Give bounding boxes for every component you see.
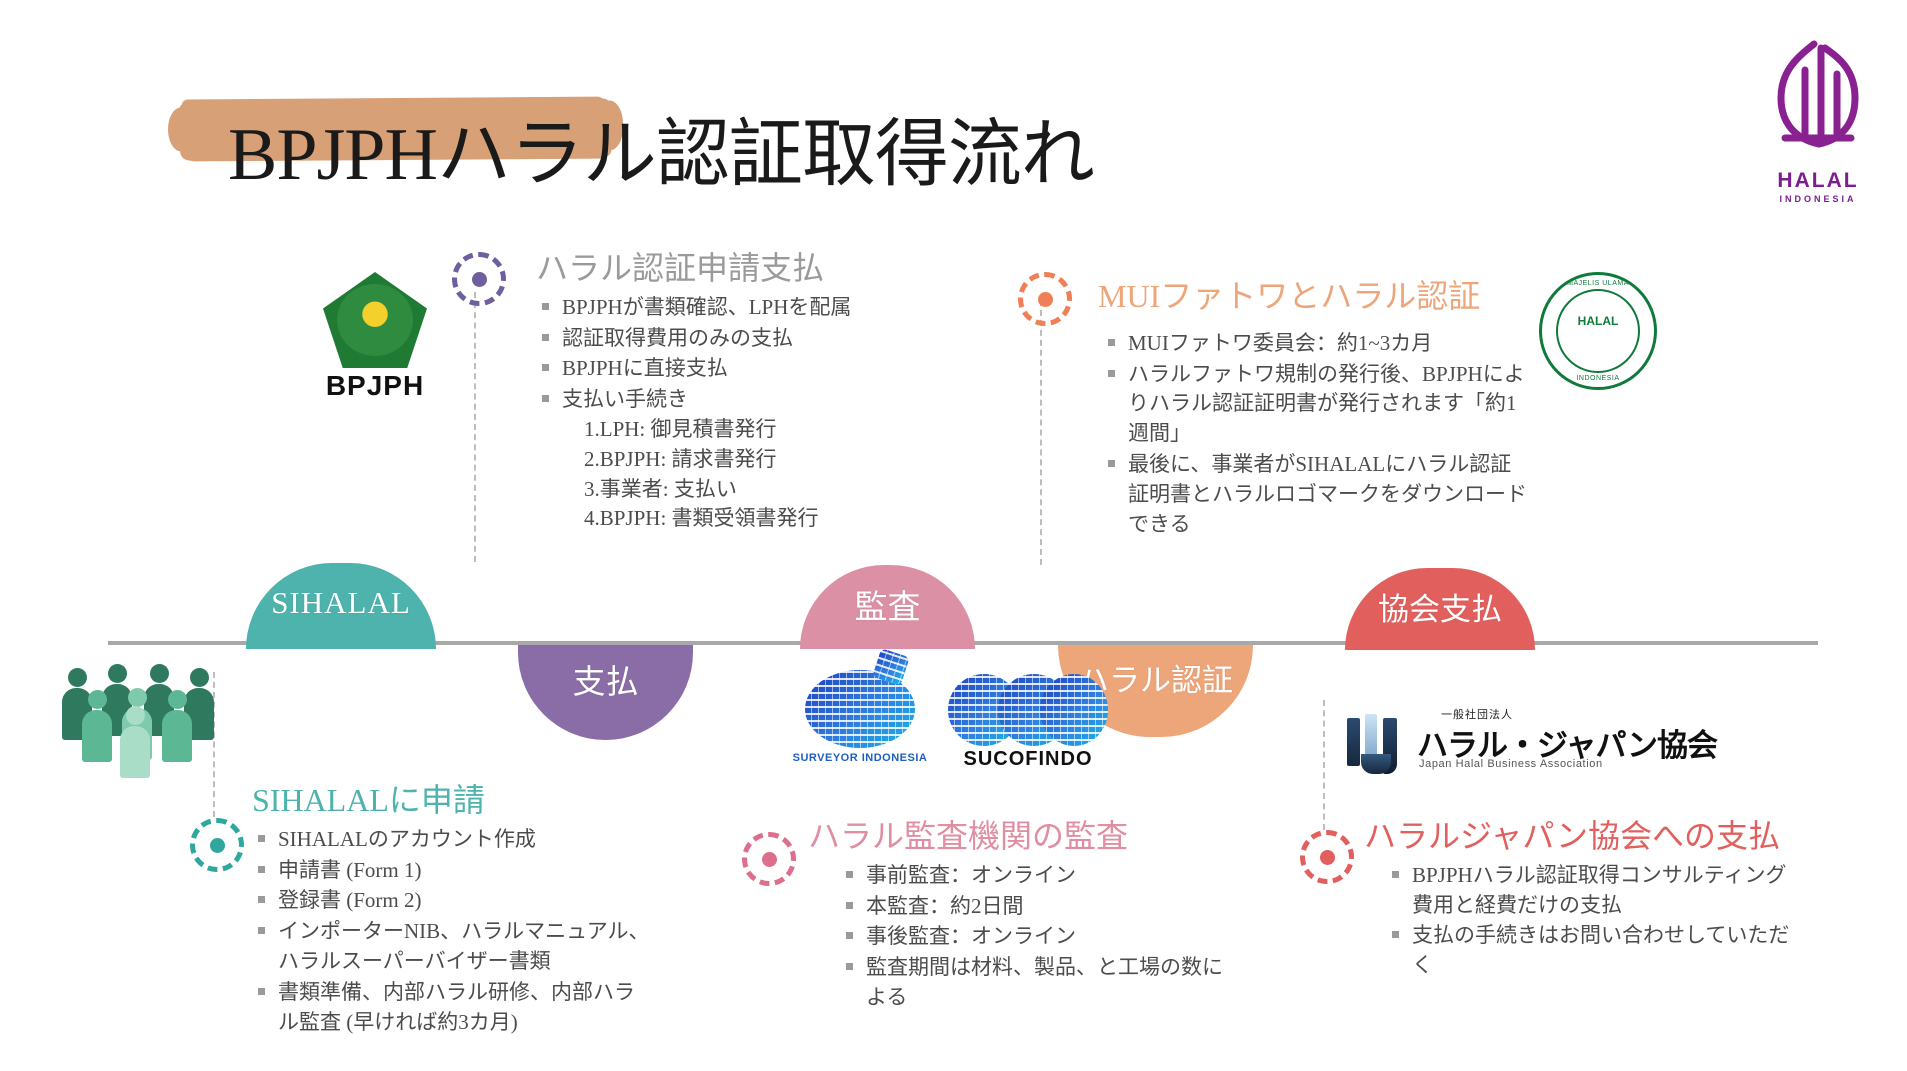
step-bullets: BPJPHが書類確認、LPHを配属 認証取得費用のみの支払 BPJPHに直接支払…: [536, 293, 896, 535]
step-title: ハラル認証申請支払: [536, 250, 825, 286]
halal-japan-association-logo: 一般社団法人 ハラル・ジャパン協会 Japan Halal Business A…: [1345, 700, 1718, 800]
surveyor-indonesia-logo: SURVEYOR INDONESIA: [790, 648, 930, 764]
step-bullets: BPJPHハラル認証取得コンサルティング費用と経費だけの支払 支払の手続きはお問…: [1364, 861, 1794, 981]
marker-halal-audit-body[interactable]: [742, 832, 796, 886]
milestone-label: 支払: [572, 665, 639, 701]
list-item: 書類準備、内部ハラル研修、内部ハラル監査 (早ければ約3カ月): [258, 978, 652, 1038]
mui-logo: MAJELIS ULAMA HALAL INDONESIA: [1539, 272, 1661, 390]
milestone-label: 監査: [854, 590, 921, 626]
hja-name: ハラル・ジャパン協会: [1417, 728, 1718, 763]
list-item: 認証取得費用のみの支払: [542, 324, 896, 354]
step-halal-audit-body: ハラル監査機関の監査 事前監査：オンライン 本監査：約2日間 事後監査：オンライ…: [808, 818, 1228, 1014]
halal-indonesia-mark: [1777, 40, 1859, 148]
step-bullets: SIHALALのアカウント作成 申請書 (Form 1) 登録書 (Form 2…: [252, 825, 652, 1038]
sucofindo-caption: SUCOFINDO: [963, 748, 1093, 770]
milestone-payment: 支払: [518, 645, 693, 740]
milestone-sihalal: SIHALAL: [246, 563, 436, 649]
step-title: ハラル監査機関の監査: [808, 818, 1129, 854]
mui-bottom-text: INDONESIA: [1576, 375, 1620, 382]
halal-indonesia-word: HALAL: [1777, 169, 1859, 192]
sub-item: 3.事業者: 支払い: [584, 476, 737, 501]
list-item: 登録書 (Form 2): [258, 886, 652, 916]
halal-indonesia-logo: HALAL INDONESIA: [1752, 34, 1884, 204]
mui-top-text: MAJELIS ULAMA: [1567, 280, 1629, 287]
step-sihalal-application: SIHALALに申請 SIHALALのアカウント作成 申請書 (Form 1) …: [252, 782, 652, 1038]
step-bullets: MUIファトワ委員会：約1~3カ月 ハラルファトワ規制の発行後、BPJPHにより…: [1098, 329, 1528, 540]
sub-item: 1.LPH: 御見積書発行: [584, 417, 777, 442]
milestone-association-payment: 協会支払: [1345, 568, 1535, 650]
list-item: 申請書 (Form 1): [258, 856, 652, 886]
milestone-label: 協会支払: [1378, 591, 1502, 627]
marker-mui-fatwa[interactable]: [1018, 272, 1072, 326]
list-item: 本監査：約2日間: [846, 892, 1228, 922]
hja-name-en: Japan Halal Business Association: [1419, 758, 1603, 770]
step-title: ハラルジャパン協会への支払: [1364, 818, 1781, 854]
stem-sihalal: [213, 672, 215, 817]
step-halal-application-payment: ハラル認証申請支払 BPJPHが書類確認、LPHを配属 認証取得費用のみの支払 …: [536, 250, 896, 535]
marker-halal-application-payment[interactable]: [452, 252, 506, 306]
sucofindo-logo: SUCOFINDO: [948, 674, 1108, 771]
list-item: 事前監査：オンライン: [846, 861, 1228, 891]
surveyor-indonesia-caption: SURVEYOR INDONESIA: [792, 752, 928, 764]
sub-item: 4.BPJPH: 書類受領書発行: [584, 506, 819, 531]
marker-sihalal-application[interactable]: [190, 818, 244, 872]
hja-mark-icon: [1345, 714, 1407, 776]
bpjph-caption: BPJPH: [325, 370, 425, 401]
halal-indonesia-country: INDONESIA: [1779, 194, 1857, 204]
list-item-label: 支払い手続き: [562, 387, 688, 412]
stem-assoc: [1323, 700, 1325, 830]
list-item: 支払い手続き 1.LPH: 御見積書発行 2.BPJPH: 請求書発行 3.事業…: [542, 385, 896, 534]
step-title: SIHALALに申請: [252, 782, 485, 818]
list-item: ハラルファトワ規制の発行後、BPJPHによりハラル認証証明書が発行されます「約1…: [1108, 360, 1528, 449]
list-item: BPJPHが書類確認、LPHを配属: [542, 293, 896, 323]
bpjph-logo: BPJPH: [300, 272, 450, 412]
milestone-label: SIHALAL: [271, 585, 411, 620]
list-item: BPJPHに直接支払: [542, 354, 896, 384]
step-halal-japan-association-payment: ハラルジャパン協会への支払 BPJPHハラル認証取得コンサルティング費用と経費だ…: [1364, 818, 1794, 982]
applicants-group-icon: [58, 660, 228, 780]
list-item: MUIファトワ委員会：約1~3カ月: [1108, 329, 1528, 359]
list-item: 支払の手続きはお問い合わせしていただく: [1392, 921, 1794, 981]
bpjph-emblem: [323, 272, 427, 368]
list-item: 最後に、事業者がSIHALALにハラル認証証明書とハラルロゴマークをダウンロード…: [1108, 450, 1528, 539]
audit-body-logos: SURVEYOR INDONESIA SUCOFINDO: [790, 648, 1120, 810]
list-item: 監査期間は材料、製品、と工場の数による: [846, 953, 1228, 1013]
list-item: インポーターNIB、ハラルマニュアル、ハラルスーパーバイザー書類: [258, 917, 652, 977]
stem-payment: [474, 292, 476, 562]
page-title: BPJPHハラル認証取得流れ: [228, 114, 1095, 196]
list-item: BPJPHハラル認証取得コンサルティング費用と経費だけの支払: [1392, 861, 1794, 921]
list-item: 事後監査：オンライン: [846, 922, 1228, 952]
mui-center-text: HALAL: [1577, 314, 1619, 328]
hja-entity-type: 一般社団法人: [1441, 709, 1513, 721]
marker-halal-japan-association-payment[interactable]: [1300, 830, 1354, 884]
sub-item: 2.BPJPH: 請求書発行: [584, 446, 777, 471]
step-title: MUIファトワとハラル認証: [1098, 278, 1481, 314]
step-bullets: 事前監査：オンライン 本監査：約2日間 事後監査：オンライン 監査期間は材料、製…: [808, 861, 1228, 1013]
mui-emblem: MAJELIS ULAMA HALAL INDONESIA: [1539, 272, 1657, 390]
step-mui-fatwa-halal-cert: MUIファトワとハラル認証 MUIファトワ委員会：約1~3カ月 ハラルファトワ規…: [1098, 278, 1528, 540]
milestone-audit: 監査: [800, 565, 975, 649]
list-item: SIHALALのアカウント作成: [258, 825, 652, 855]
stem-mui: [1040, 300, 1042, 565]
